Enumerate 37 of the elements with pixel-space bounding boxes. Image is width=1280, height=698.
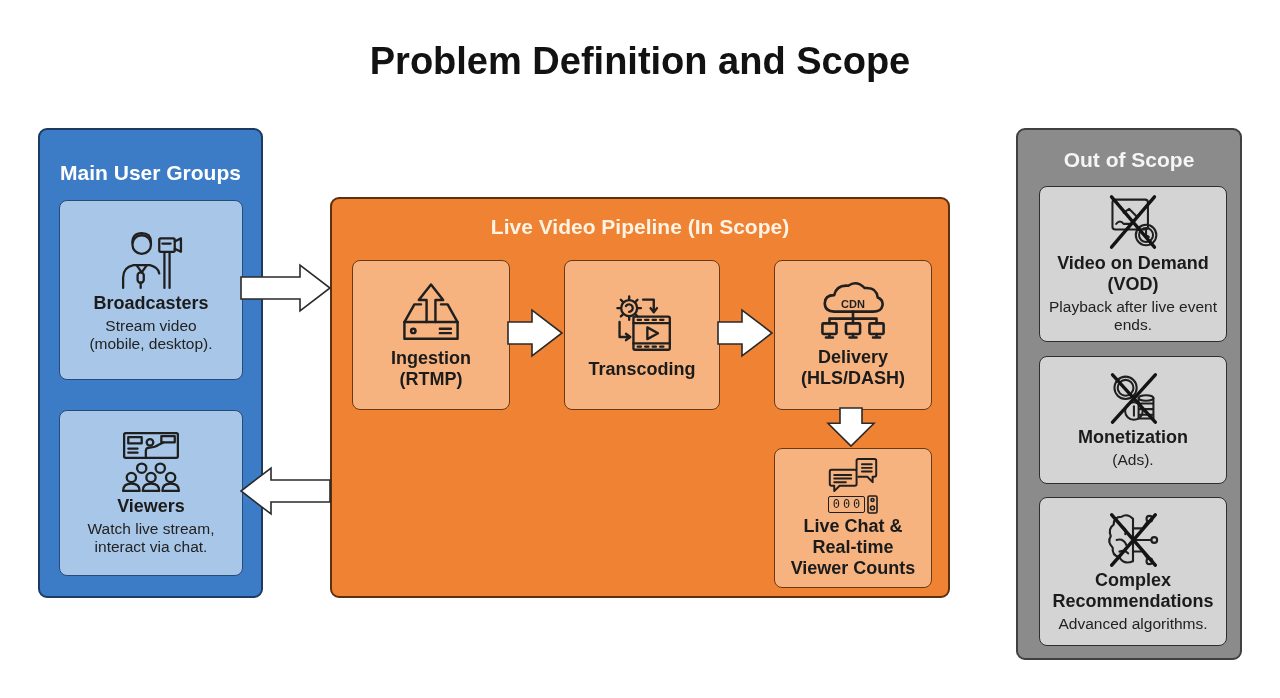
user-group-card — [59, 200, 243, 380]
out-of-scope-card — [1039, 356, 1227, 484]
card-description: Playback after live event ends. — [1048, 298, 1218, 334]
block-arrow — [507, 308, 564, 358]
card-title: Broadcasters — [93, 292, 209, 314]
card-title: Ingestion (RTMP) — [390, 348, 472, 390]
user-group-card — [59, 410, 243, 576]
card-description: (Ads). — [1112, 450, 1154, 469]
panel-heading: Main User Groups — [60, 160, 241, 186]
pipeline-stage-box — [352, 260, 510, 410]
card-title: Video on Demand (VOD) — [1056, 253, 1210, 295]
out-of-scope-panel — [1016, 128, 1242, 660]
diagram-title: Problem Definition and Scope — [369, 39, 911, 84]
block-arrow — [717, 308, 774, 358]
icon-label: CDN — [841, 298, 865, 310]
card-description: Stream video (mobile, desktop). — [88, 316, 214, 353]
pipeline-stage-box — [774, 260, 932, 410]
card-title: Monetization — [1078, 426, 1188, 448]
pipeline-panel — [330, 197, 950, 598]
block-arrow — [239, 466, 331, 516]
pipeline-stage-box — [774, 448, 932, 588]
out-of-scope-card — [1039, 186, 1227, 342]
card-title: Delivery (HLS/DASH) — [800, 347, 906, 389]
pipeline-stage-box — [564, 260, 720, 410]
user-groups-panel — [38, 128, 263, 598]
card-title: Viewers — [117, 495, 185, 517]
card-title: Complex Recommendations — [1051, 569, 1215, 612]
card-title: Live Chat & Real-time Viewer Counts — [789, 516, 917, 579]
panel-heading: Live Video Pipeline (In Scope) — [490, 214, 790, 240]
card-description: Advanced algorithms. — [1058, 614, 1208, 633]
block-arrow — [826, 407, 876, 448]
panel-heading: Out of Scope — [1063, 147, 1195, 173]
out-of-scope-card — [1039, 497, 1227, 646]
card-title: Transcoding — [588, 358, 696, 380]
block-arrow — [240, 263, 332, 313]
card-description: Watch live stream, interact via chat. — [86, 519, 216, 556]
counter-digits: 000 — [827, 496, 866, 513]
